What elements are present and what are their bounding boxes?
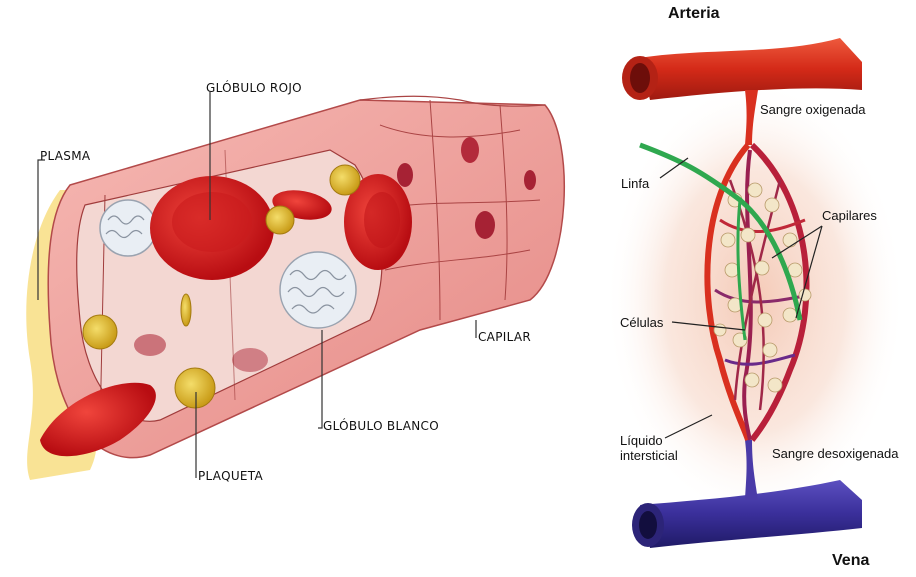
artery-label: Arteria (668, 6, 720, 22)
red-blood-cell-label: GLÓBULO ROJO (206, 82, 302, 94)
capillaries-label: Capilares (822, 209, 877, 222)
red-blood-cell-main (150, 176, 274, 280)
interstitial-fluid-label-line2: intersticial (620, 449, 678, 462)
interstitial-fluid-label-line1: Líquido (620, 434, 663, 447)
white-blood-cell-1 (100, 200, 156, 256)
plasma-label: PLASMA (40, 150, 90, 162)
white-blood-cell-2 (280, 252, 356, 328)
lymph-label: Linfa (621, 177, 649, 190)
capillary-label: CAPILAR (478, 331, 531, 343)
vein-label: Vena (832, 553, 869, 569)
oxygenated-blood-label: Sangre oxigenada (760, 103, 866, 116)
white-blood-cell-label: GLÓBULO BLANCO (323, 420, 439, 432)
deoxygenated-blood-label: Sangre desoxigenada (772, 447, 899, 460)
platelet-label: PLAQUETA (198, 470, 263, 482)
cells-label: Células (620, 316, 663, 329)
